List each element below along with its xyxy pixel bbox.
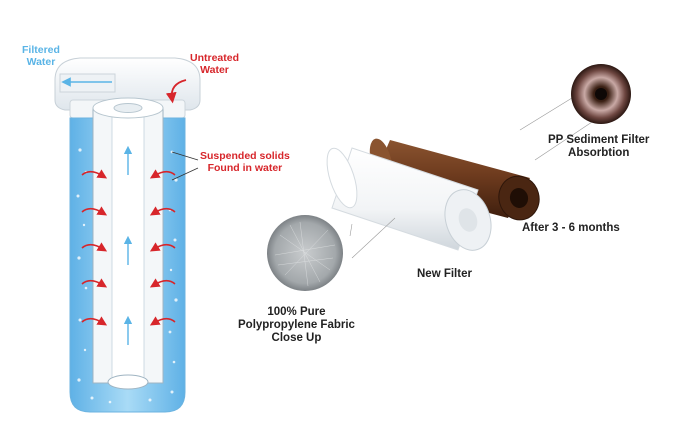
label-polypropylene: 100% Pure Polypropylene Fabric Close Up [238,306,355,345]
label-suspended-solids: Suspended solids Found in water [200,150,290,175]
untreated-water-arrow [165,79,187,104]
label-pp-sediment: PP Sediment Filter Absorbtion [548,134,650,160]
label-filtered-water: Filtered Water [22,44,60,69]
fabric-closeup [267,215,343,291]
curved-arrow-icon [81,169,176,326]
outlet-pipe [59,73,116,93]
filter-bottom [107,374,149,390]
label-new-filter: New Filter [417,268,472,280]
filter-top-hole [113,103,143,113]
label-untreated-water: Untreated Water [190,52,240,77]
new-filter [326,147,492,251]
housing-cap [54,57,201,111]
sediment-closeup [571,64,631,124]
suspended-solids-leader [171,151,199,181]
filter-housing [54,57,201,413]
label-after-months: After 3 - 6 months [522,222,620,234]
